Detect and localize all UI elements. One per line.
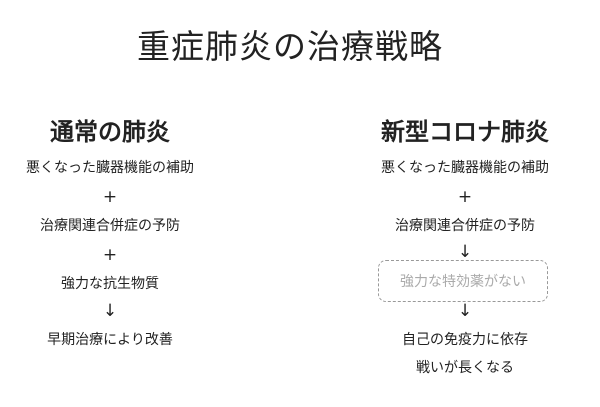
column-heading: 通常の肺炎 <box>50 118 170 146</box>
column-heading: 新型コロナ肺炎 <box>381 118 549 146</box>
plus-icon: + <box>102 187 118 207</box>
slide-title: 重症肺炎の治療戦略 <box>137 27 443 66</box>
list-item: 治療関連合併症の予防 <box>395 218 535 234</box>
list-item: 戦いが長くなる <box>416 360 514 376</box>
list-item: 自己の免疫力に依存 <box>402 332 528 348</box>
arrow-down-icon: ↓ <box>457 242 473 262</box>
arrow-down-icon: ↓ <box>102 301 118 321</box>
list-item: 悪くなった臓器機能の補助 <box>381 160 549 176</box>
arrow-down-icon: ↓ <box>457 301 473 321</box>
list-item: 治療関連合併症の予防 <box>40 218 180 234</box>
plus-icon: + <box>457 187 473 207</box>
plus-icon: + <box>102 245 118 265</box>
list-item: 早期治療により改善 <box>47 332 173 348</box>
list-item: 悪くなった臓器機能の補助 <box>26 160 194 176</box>
dashed-box-no-drug: 強力な特効薬がない <box>378 260 548 302</box>
list-item: 強力な抗生物質 <box>61 276 159 292</box>
